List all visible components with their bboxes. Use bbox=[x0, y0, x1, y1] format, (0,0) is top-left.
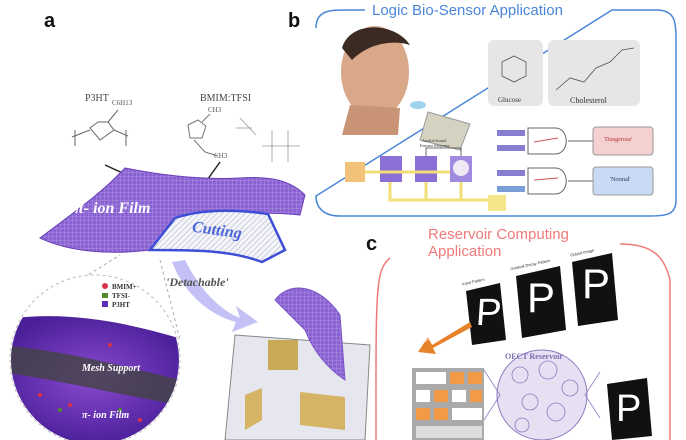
legend-item-p3ht: P3HT bbox=[102, 301, 137, 310]
p3ht-substituent: C6H13 bbox=[112, 99, 133, 107]
output-normal-label: 'Normal' bbox=[610, 177, 631, 183]
input-arrow bbox=[497, 145, 525, 151]
letter-card-3 bbox=[572, 253, 618, 326]
chain-block-1 bbox=[380, 156, 402, 182]
panel-c-label: c bbox=[366, 233, 378, 255]
cholesterol-label: Cholesterol bbox=[570, 96, 607, 105]
cholesterol-box bbox=[548, 40, 640, 106]
logic-gate-2 bbox=[527, 167, 567, 195]
chain-note-line1: Analyte-bound bbox=[422, 138, 446, 143]
reservoir-nodes bbox=[483, 360, 601, 433]
detached-film bbox=[274, 287, 346, 381]
tfsi-structure bbox=[236, 117, 300, 162]
output-dangerous-box bbox=[592, 126, 654, 156]
gate-electrode bbox=[268, 340, 298, 370]
legend-item-bmim: BMIM+ bbox=[102, 283, 137, 292]
cut-region bbox=[147, 209, 287, 264]
film-label: π- ion Film bbox=[75, 200, 151, 217]
chain-note-line2: Enzyme Response bbox=[420, 143, 450, 148]
pi-ion-film bbox=[39, 167, 306, 253]
panel-b-title: Logic Bio-Sensor Application bbox=[372, 2, 563, 19]
ch3-bottom: CH3 bbox=[214, 152, 228, 160]
inset-legend: BMIM+ TFSI- P3HT bbox=[102, 283, 137, 310]
chain-block-2 bbox=[415, 156, 437, 182]
detach-arrow bbox=[172, 260, 258, 332]
inset-mesh-label: Mesh Support bbox=[82, 363, 141, 374]
letter-3: P bbox=[582, 260, 611, 307]
output-letter: P bbox=[616, 388, 642, 430]
letter-card-2 bbox=[516, 266, 566, 338]
bmim-marker-icon bbox=[102, 283, 108, 289]
panel-a-label: a bbox=[44, 10, 56, 32]
learning-arrow bbox=[418, 322, 472, 354]
output-normal-box bbox=[592, 166, 654, 196]
panel-b-label: b bbox=[288, 10, 301, 32]
input-arrow bbox=[497, 186, 525, 192]
sensor-strip bbox=[419, 111, 471, 151]
panel-c-title: Reservoir Computing Application bbox=[428, 226, 569, 260]
glucose-label: Glucose bbox=[498, 96, 521, 104]
panel-b-frame bbox=[315, 9, 677, 217]
ch3-top: CH3 bbox=[208, 106, 222, 114]
readout-grid bbox=[412, 368, 484, 440]
p3ht-structure bbox=[71, 109, 129, 146]
letter-1: P bbox=[474, 292, 503, 334]
inset-film-label: π- ion Film bbox=[82, 410, 130, 421]
tfsi-marker-icon bbox=[102, 293, 108, 298]
letter-2: P bbox=[527, 274, 556, 321]
hair bbox=[342, 27, 410, 60]
glucose-box bbox=[488, 40, 543, 106]
drain-electrode bbox=[300, 392, 345, 430]
bmim-structure bbox=[187, 113, 219, 157]
output-dangerous-label: 'Dangerous' bbox=[604, 137, 633, 143]
legend-item-tfsi: TFSI- bbox=[102, 292, 137, 301]
p3ht-label: P3HT bbox=[85, 93, 109, 104]
oect-reservoir bbox=[496, 349, 588, 440]
logic-gate-1 bbox=[527, 127, 567, 155]
source-electrode bbox=[245, 388, 262, 430]
bmim-tfsi-label: BMIM:TFSI bbox=[200, 93, 252, 104]
panel-c-frame bbox=[375, 243, 671, 440]
p3ht-marker-icon bbox=[102, 301, 108, 307]
panel-c-title-line1: Reservoir Computing bbox=[428, 226, 569, 243]
input-arrow bbox=[497, 170, 525, 176]
mesh-support bbox=[11, 345, 179, 405]
chain-source bbox=[345, 162, 365, 182]
letter-card-output bbox=[607, 378, 652, 440]
panel-c-title-line2: Application bbox=[428, 243, 502, 260]
reservoir-label: OECT Reservoir bbox=[505, 352, 563, 361]
letter-card-1 bbox=[466, 283, 506, 345]
input-arrow bbox=[497, 130, 525, 136]
detachable-label: 'Detachable' bbox=[166, 275, 229, 289]
chain-drain bbox=[488, 195, 506, 211]
